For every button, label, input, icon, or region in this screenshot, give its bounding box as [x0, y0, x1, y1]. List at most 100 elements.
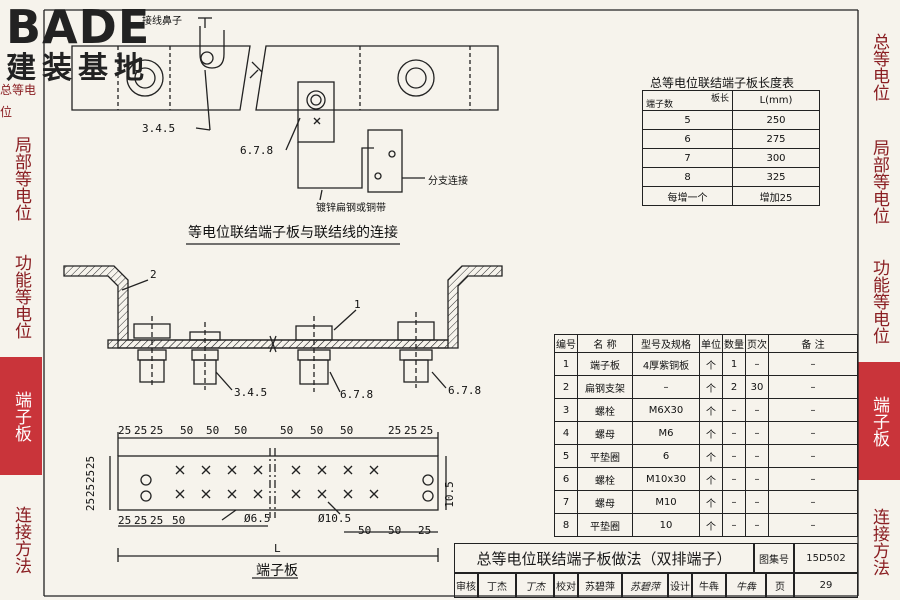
right-tab-functional-equipotential[interactable]: 功能等电位 — [858, 245, 900, 357]
plan-dim: 50 — [280, 424, 294, 437]
length-table-length: 275 — [732, 129, 820, 149]
parts-cell: – — [768, 467, 858, 491]
reviewer-signature: 丁杰 — [516, 573, 554, 598]
left-tab-local-equipotential[interactable]: 局部等电位 — [0, 122, 42, 234]
top-bolt-right-head — [397, 59, 435, 97]
table-row: 6 螺栓 M10x30 个 – – – — [554, 467, 858, 491]
right-tab-terminal-board[interactable]: 端子板 — [858, 362, 900, 480]
left-tab-total-label: 总等电位 — [0, 83, 37, 119]
plan-dim: 25 — [420, 424, 434, 437]
bolt-stack-4 — [397, 312, 435, 388]
hole-small-diameter: Ø6.5 — [244, 512, 271, 525]
drawing-title: 总等电位联结端子板做法（双排端子） — [454, 543, 754, 573]
plan-dim-right: 10.5 — [442, 481, 456, 508]
steel-strap-bend — [297, 142, 374, 189]
length-table-head-length: 板长 — [710, 94, 729, 104]
parts-cell: – — [768, 398, 858, 422]
table-row: 3 螺栓 M6X30 个 – – – — [554, 398, 858, 422]
right-tab-local-equipotential[interactable]: 局部等电位 — [858, 125, 900, 237]
plan-dim: 50 — [388, 524, 402, 537]
parts-table: 编号 名 称 型号及规格 单位 数量 页次 备 注 1 端子板 4厚紫铜板 个 … — [554, 334, 858, 537]
parts-cell: – — [745, 467, 769, 491]
top-bolt-left-head — [126, 59, 164, 97]
parts-cell: – — [768, 375, 858, 399]
parts-cell: 个 — [699, 513, 723, 537]
left-tab-terminal-board[interactable]: 端子板 — [0, 357, 42, 475]
callout-parts-345-top: 3.4.5 — [142, 122, 176, 135]
table-row: 1 端子板 4厚紫铜板 个 1 – – — [554, 352, 858, 376]
page-label: 页 — [766, 573, 794, 598]
table-row: 5 平垫圈 6 个 – – – — [554, 444, 858, 468]
plan-dim: 25 — [134, 514, 148, 527]
parts-cell: – — [745, 444, 769, 468]
parts-cell: 个 — [699, 398, 723, 422]
hole-large-diameter: Ø10.5 — [318, 512, 352, 525]
left-tab-total-equipotential[interactable]: 总等电位 — [0, 83, 42, 119]
length-table-length: 250 — [732, 110, 820, 130]
parts-cell: M6 — [632, 421, 700, 445]
parts-cell: – — [768, 444, 858, 468]
right-tab-functional-label: 功能等电位 — [869, 258, 889, 344]
left-tab-functional-label: 功能等电位 — [11, 253, 31, 339]
bracket-section — [63, 265, 503, 349]
parts-cell: 2 — [722, 375, 746, 399]
length-table-head-col2: L(mm) — [732, 90, 820, 111]
parts-cell: 3 — [554, 398, 578, 422]
parts-header-name: 名 称 — [577, 334, 633, 353]
callout-parts-345-mid: 3.4.5 — [234, 386, 268, 399]
parts-cell: 平垫圈 — [577, 444, 633, 468]
parts-cell: – — [768, 490, 858, 514]
right-tab-total-equipotential[interactable]: 总等电位 — [858, 22, 900, 112]
parts-cell: 个 — [699, 444, 723, 468]
plan-dim: 25 — [84, 455, 98, 470]
parts-cell: 端子板 — [577, 352, 633, 376]
parts-cell: – — [722, 513, 746, 537]
callout-branch-connection: 分支连接 — [428, 176, 468, 187]
length-table-head-col1: 端子数 板长 — [642, 90, 733, 111]
top-drawing-caption: 等电位联结端子板与联结线的连接 — [188, 225, 398, 241]
parts-cell: – — [745, 490, 769, 514]
logo-brand: BADE — [6, 0, 151, 54]
label-bracket-2: 2 — [150, 268, 157, 281]
table-row: 每增一个 增加25 — [642, 186, 820, 206]
length-table-length: 增加25 — [732, 186, 820, 206]
parts-cell: 7 — [554, 490, 578, 514]
parts-cell: 5 — [554, 444, 578, 468]
plan-dim: 50 — [234, 424, 248, 437]
parts-cell: 个 — [699, 467, 723, 491]
parts-cell: 30 — [745, 375, 769, 399]
right-tab-connection-method[interactable]: 连接方法 — [858, 492, 900, 592]
parts-cell: 螺母 — [577, 421, 633, 445]
parts-cell: – — [722, 398, 746, 422]
parts-header-note: 备 注 — [768, 334, 858, 353]
plan-dim: 25 — [388, 424, 402, 437]
parts-cell: 个 — [699, 375, 723, 399]
length-table-count: 每增一个 — [642, 186, 733, 206]
parts-header-spec: 型号及规格 — [632, 334, 700, 353]
parts-cell: – — [722, 490, 746, 514]
length-table-count: 7 — [642, 148, 733, 168]
left-tab-functional-equipotential[interactable]: 功能等电位 — [0, 240, 42, 352]
plan-dim: 50 — [172, 514, 186, 527]
parts-cell: 螺母 — [577, 490, 633, 514]
plan-dim: 25 — [134, 424, 148, 437]
plan-dim: 25 — [118, 424, 132, 437]
length-table-title: 总等电位联结端子板长度表 — [650, 76, 795, 90]
table-row: 2 扁钢支架 – 个 2 30 – — [554, 375, 858, 399]
plan-dim: 50 — [206, 424, 220, 437]
parts-header-unit: 单位 — [699, 334, 723, 353]
label-board-1: 1 — [354, 298, 361, 311]
plan-dim: 25 — [84, 483, 98, 498]
top-board-right — [255, 45, 499, 111]
plan-dim: 25 — [84, 497, 98, 512]
page-number: 29 — [794, 573, 858, 598]
left-tab-connection-method[interactable]: 连接方法 — [0, 490, 42, 590]
length-table-count: 6 — [642, 129, 733, 149]
left-tab-local-label: 局部等电位 — [11, 135, 31, 221]
parts-cell: – — [722, 467, 746, 491]
plan-dim: 50 — [310, 424, 324, 437]
parts-cell: – — [768, 352, 858, 376]
table-row: 8 平垫圈 10 个 – – – — [554, 513, 858, 537]
table-row: 6 275 — [642, 129, 820, 149]
